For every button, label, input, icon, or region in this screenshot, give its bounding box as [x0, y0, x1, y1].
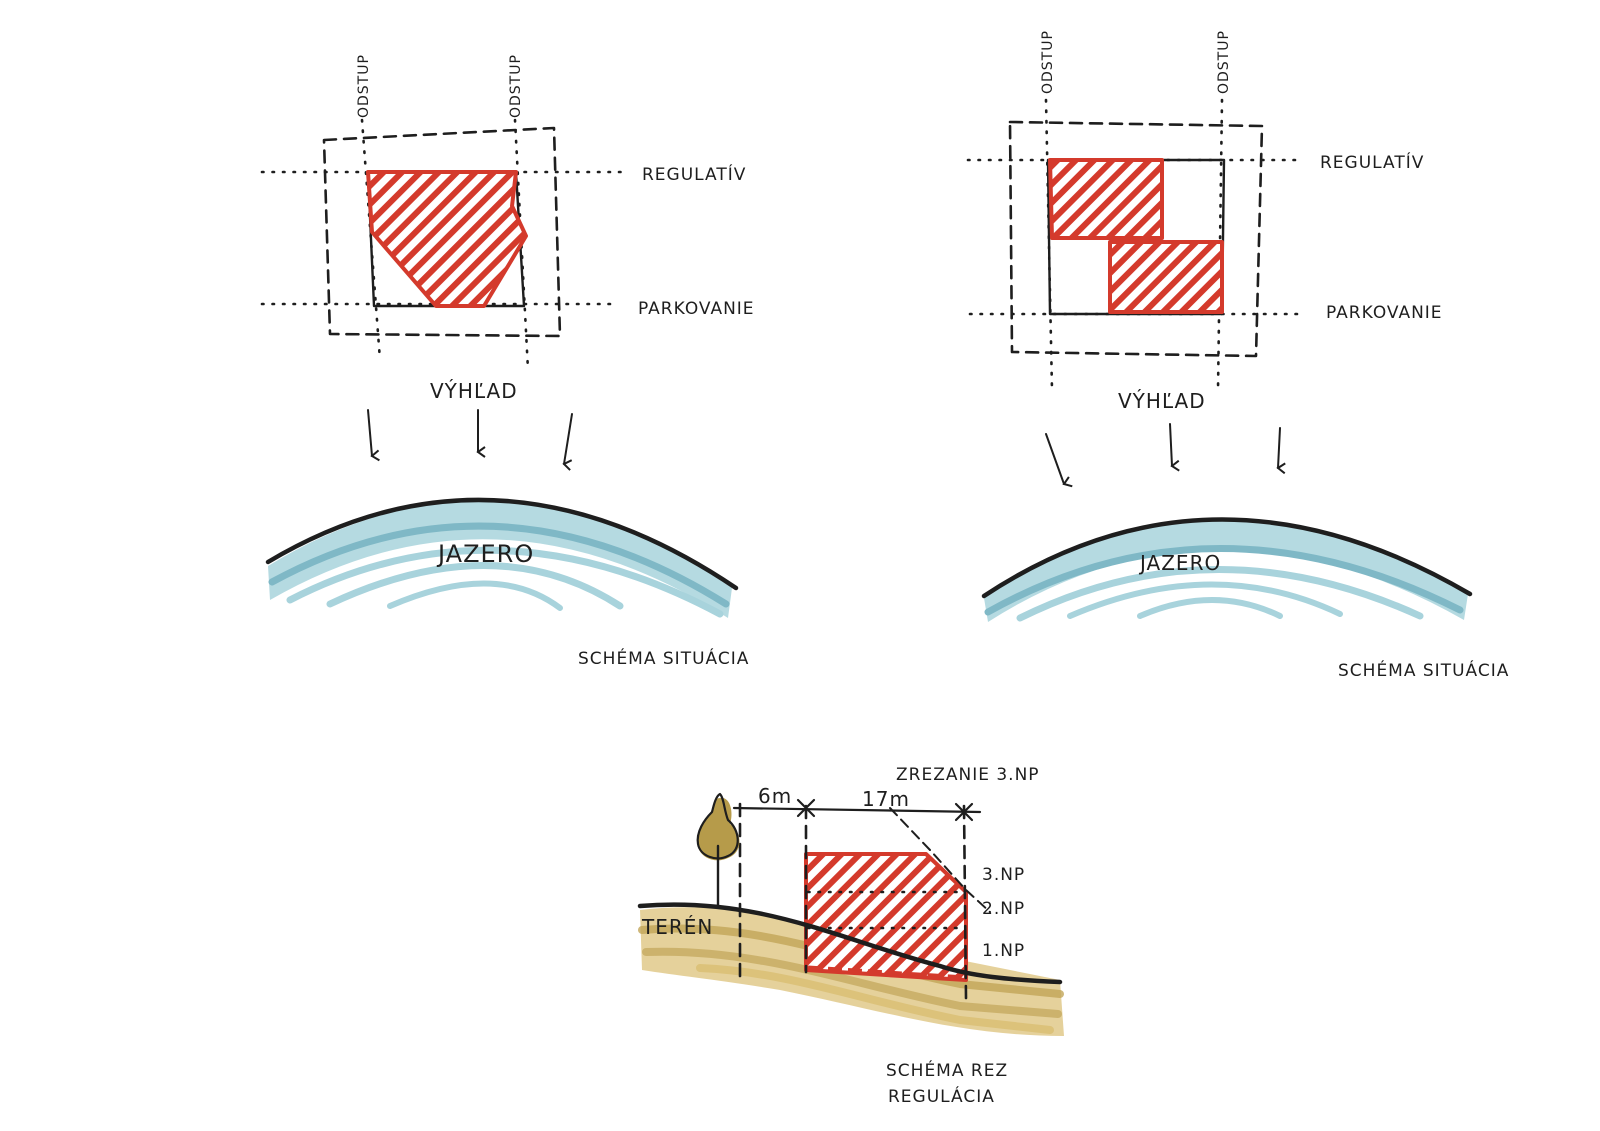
left-shoreline — [265, 497, 739, 591]
section-scheme: 6m 17m ZREZANIE 3.NP 3.NP 2.NP 1.NP TERÉ… — [637, 765, 1064, 1107]
left-lake-label: JAZERO — [436, 540, 534, 568]
left-situation-scheme: ODSTUP ODSTUP REGULATÍV PARKOVANIE VÝHĽA… — [260, 54, 755, 669]
tree-icon — [696, 792, 740, 908]
section-floor-2-label: 2.NP — [982, 899, 1025, 919]
left-building-footprint — [366, 170, 528, 308]
right-offset-line-left — [1044, 98, 1054, 392]
section-dim-building: 17m — [862, 787, 910, 811]
section-dim-setback: 6m — [758, 784, 792, 808]
section-terrain-line — [637, 902, 1063, 985]
left-view-arrow-3 — [562, 413, 573, 471]
right-building-block-upper — [1048, 158, 1164, 240]
section-caption-line1: SCHÉMA REZ — [886, 1059, 1008, 1081]
left-view-arrow-1 — [367, 409, 380, 462]
right-offset-line-right — [1216, 98, 1224, 392]
left-offset-label-right: ODSTUP — [508, 54, 524, 118]
left-parking-label: PARKOVANIE — [638, 299, 755, 319]
right-offset-label-left: ODSTUP — [1040, 30, 1056, 94]
right-caption: SCHÉMA SITUÁCIA — [1338, 659, 1509, 681]
section-dimension-line — [732, 806, 982, 814]
left-offset-line-left — [360, 118, 382, 362]
right-shoreline — [981, 517, 1473, 599]
section-cut-note: ZREZANIE 3.NP — [896, 765, 1040, 785]
right-view-label: VÝHĽAD — [1118, 389, 1206, 413]
section-basement-line — [807, 965, 967, 981]
section-terrain-label: TERÉN — [641, 915, 713, 939]
left-plot-boundary — [322, 126, 562, 338]
left-lake — [265, 497, 739, 618]
right-view-arrow-3 — [1276, 427, 1286, 475]
section-building — [804, 852, 968, 982]
left-regulativ-label: REGULATÍV — [642, 163, 746, 185]
right-view-arrow-2 — [1169, 423, 1180, 472]
right-regulativ-label: REGULATÍV — [1320, 151, 1424, 173]
section-dim-tick-2 — [954, 802, 974, 822]
right-parking-label: PARKOVANIE — [1326, 303, 1443, 323]
right-lake-label: JAZERO — [1138, 551, 1221, 575]
right-plot-boundary — [1008, 120, 1264, 358]
right-building-block-lower — [1108, 240, 1224, 314]
section-floor-1-label: 1.NP — [982, 941, 1025, 961]
section-caption-line2: REGULÁCIA — [888, 1085, 995, 1107]
left-offset-label-left: ODSTUP — [356, 54, 372, 118]
right-offset-label-right: ODSTUP — [1216, 30, 1232, 94]
right-lake — [981, 517, 1473, 622]
section-building-right-line — [962, 804, 968, 1000]
section-dim-tick-1 — [796, 798, 816, 818]
left-view-label: VÝHĽAD — [430, 379, 518, 403]
left-caption: SCHÉMA SITUÁCIA — [578, 647, 749, 669]
section-cut-leader — [889, 807, 991, 913]
right-situation-scheme: ODSTUP ODSTUP REGULATÍV PARKOVANIE VÝHĽA… — [966, 30, 1509, 681]
right-view-arrow-1 — [1045, 433, 1073, 488]
section-floor-3-label: 3.NP — [982, 865, 1025, 885]
